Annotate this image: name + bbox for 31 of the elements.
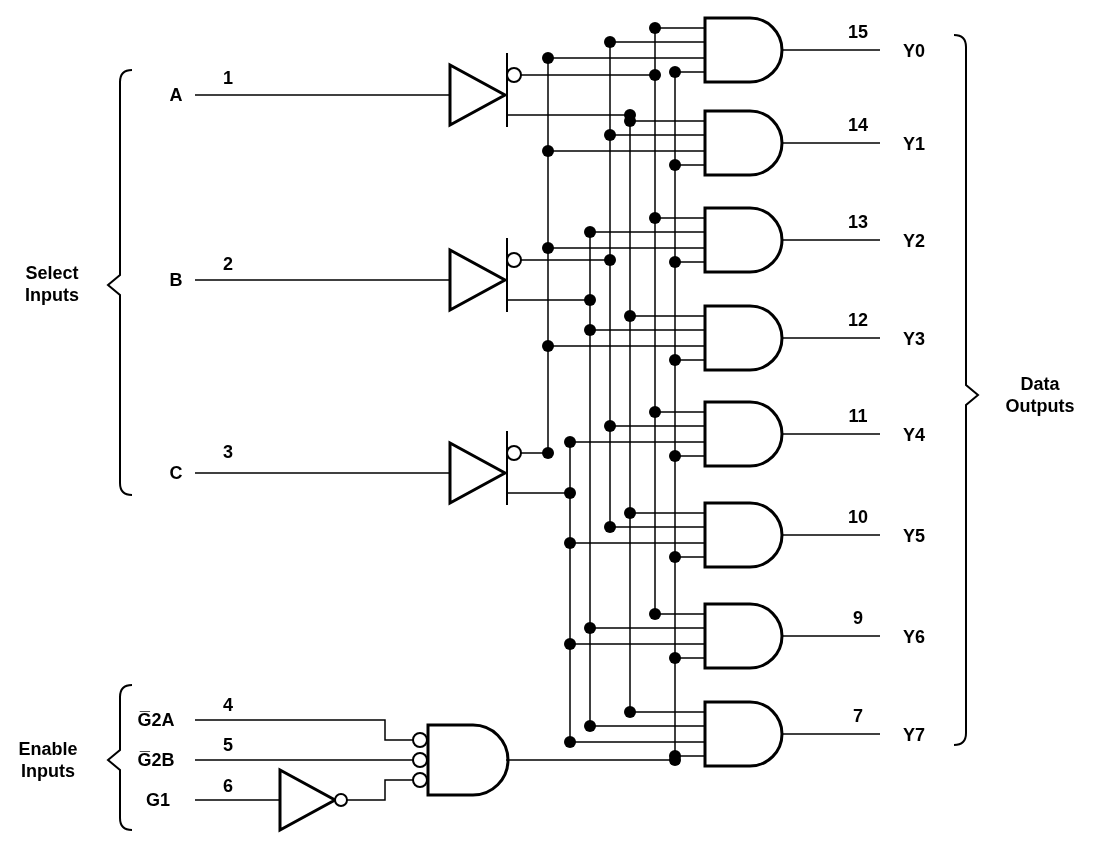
output-label: Y0 [903, 40, 925, 62]
output-label: Y2 [903, 230, 925, 252]
pin-number: 5 [223, 734, 233, 756]
pin-number: 12 [848, 309, 868, 331]
pin-number: 4 [223, 694, 233, 716]
group-label: Data Outputs [1004, 373, 1076, 417]
pin-number: 7 [853, 705, 863, 727]
pin-number: 6 [223, 775, 233, 797]
pin-number: 1 [223, 67, 233, 89]
pin-number: 10 [848, 506, 868, 528]
group-label: Select Inputs [24, 262, 80, 306]
group-label: Enable Inputs [17, 738, 79, 782]
input-label: B [169, 269, 183, 291]
pin-number: 13 [848, 211, 868, 233]
output-label: Y3 [903, 328, 925, 350]
pin-number: 15 [848, 21, 868, 43]
output-label: Y1 [903, 133, 925, 155]
output-label: Y6 [903, 626, 925, 648]
input-label: G̅2A [137, 709, 175, 731]
input-label: A [169, 84, 183, 106]
pin-number: 2 [223, 253, 233, 275]
output-label: Y7 [903, 724, 925, 746]
pin-number: 9 [853, 607, 863, 629]
pin-number: 14 [848, 114, 868, 136]
pin-number: 11 [848, 405, 868, 427]
output-label: Y5 [903, 525, 925, 547]
output-label: Y4 [903, 424, 925, 446]
input-label: G̅2B [137, 749, 175, 771]
input-label: G1 [146, 789, 170, 811]
input-label: C [169, 462, 183, 484]
pin-number: 3 [223, 441, 233, 463]
